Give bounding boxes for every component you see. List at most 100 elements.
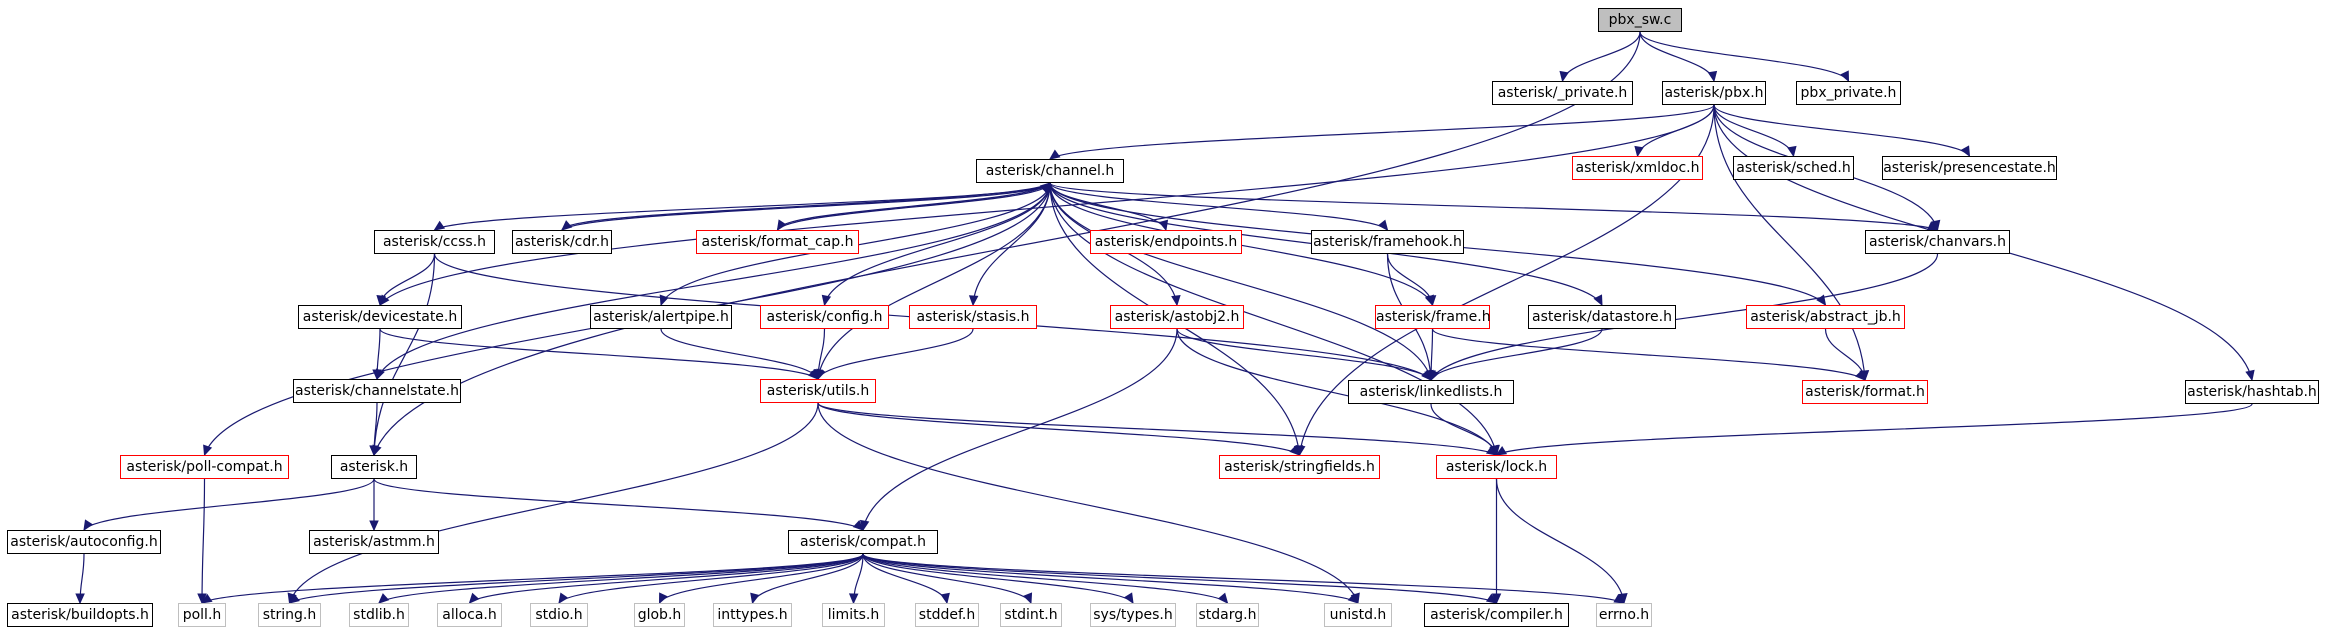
- node-framehook[interactable]: asterisk/framehook.h: [1311, 230, 1464, 254]
- node-stringfields[interactable]: asterisk/stringfields.h: [1219, 455, 1380, 479]
- arrowhead-channel-to-framehook: [1377, 219, 1389, 231]
- node-unistd[interactable]: unistd.h: [1324, 603, 1392, 627]
- node-glob[interactable]: glob.h: [634, 603, 685, 627]
- arrowhead-abstractjb-to-format: [1859, 370, 1869, 382]
- node-linkedlists[interactable]: asterisk/linkedlists.h: [1348, 380, 1514, 404]
- edge-channel-to-chanvars: [1049, 182, 1938, 231]
- node-stdint[interactable]: stdint.h: [1000, 603, 1062, 627]
- node-poll[interactable]: poll.h: [178, 603, 226, 627]
- edge-channel-to-lock: [1049, 182, 1498, 456]
- node-presence[interactable]: asterisk/presencestate.h: [1882, 156, 2057, 180]
- edge-compat-to-stdlib: [378, 553, 864, 604]
- node-autoconfig[interactable]: asterisk/autoconfig.h: [7, 530, 161, 554]
- arrowhead-compat-to-alloca: [468, 592, 480, 604]
- arrowhead-channel-to-stasis: [968, 295, 979, 307]
- node-ccss[interactable]: asterisk/ccss.h: [374, 230, 495, 254]
- edge-channel-to-utils: [817, 182, 1051, 380]
- node-compiler[interactable]: asterisk/compiler.h: [1424, 603, 1569, 627]
- arrowhead-hashtab-to-lock: [1495, 445, 1508, 456]
- node-pbxprivate[interactable]: pbx_private.h: [1796, 81, 1901, 105]
- arrowhead-compat-to-errno: [1613, 594, 1626, 604]
- node-alloca[interactable]: alloca.h: [437, 603, 502, 627]
- node-stddef[interactable]: stddef.h: [915, 603, 979, 627]
- edge-utils-to-lock: [817, 402, 1497, 456]
- arrowhead-utils-to-lock: [1485, 445, 1498, 456]
- node-utils[interactable]: asterisk/utils.h: [760, 379, 876, 403]
- node-compat[interactable]: asterisk/compat.h: [788, 530, 938, 554]
- arrowhead-channel-to-chanvars: [1926, 221, 1939, 231]
- arrowhead-asterisk-to-autoconfig: [83, 519, 94, 532]
- node-devicestate[interactable]: asterisk/devicestate.h: [298, 305, 462, 329]
- arrowhead-pbx-to-channel: [1049, 149, 1061, 160]
- node-xmldoc[interactable]: asterisk/xmldoc.h: [1572, 156, 1703, 180]
- arrowhead-channel-to-ccss: [433, 220, 446, 231]
- edge-pbx-to-presence: [1713, 104, 1971, 157]
- arrowhead-pbx-to-sched: [1787, 145, 1797, 158]
- node-datastore[interactable]: asterisk/datastore.h: [1528, 305, 1676, 329]
- node-buildopts[interactable]: asterisk/buildopts.h: [7, 603, 153, 627]
- arrowhead-pollcompat-to-poll: [197, 593, 207, 605]
- node-format[interactable]: asterisk/format.h: [1802, 380, 1928, 404]
- edge-root-to-asterisk: [373, 31, 1641, 456]
- node-config[interactable]: asterisk/config.h: [760, 305, 889, 329]
- edge-channel-to-cdr: [561, 182, 1051, 231]
- node-abstractjb[interactable]: asterisk/abstract_jb.h: [1746, 305, 1905, 329]
- node-sched[interactable]: asterisk/sched.h: [1733, 156, 1854, 180]
- node-formatcap[interactable]: asterisk/format_cap.h: [696, 230, 859, 254]
- edge-formatcap-to-channel: [776, 182, 1051, 231]
- node-cdr[interactable]: asterisk/cdr.h: [512, 230, 612, 254]
- arrowhead-channel-to-pollcompat: [203, 444, 213, 457]
- node-hashtab[interactable]: asterisk/hashtab.h: [2185, 380, 2319, 404]
- edge-compat-to-systypes: [862, 553, 1134, 604]
- arrowhead-compat-to-inttypes: [750, 592, 760, 605]
- node-frame[interactable]: asterisk/frame.h: [1375, 305, 1491, 329]
- arrowhead-compat-to-glob: [658, 592, 668, 605]
- arrowhead-framehook-to-frame: [1426, 295, 1437, 307]
- node-stdlib[interactable]: stdlib.h: [349, 603, 409, 627]
- edge-channel-to-channelstate: [376, 182, 1051, 380]
- edge-compat-to-alloca: [469, 553, 864, 604]
- node-endpoints[interactable]: asterisk/endpoints.h: [1090, 230, 1242, 254]
- node-root[interactable]: pbx_sw.c: [1598, 8, 1682, 32]
- node-private[interactable]: asterisk/_private.h: [1492, 81, 1633, 105]
- edge-root-to-pbxprivate: [1639, 31, 1850, 82]
- node-stdio[interactable]: stdio.h: [530, 603, 588, 627]
- edge-chanvars-to-linkedlists: [1430, 253, 1939, 381]
- node-alertpipe[interactable]: asterisk/alertpipe.h: [590, 305, 732, 329]
- edge-compat-to-stdarg: [862, 553, 1228, 604]
- edge-compat-to-compiler: [862, 553, 1497, 604]
- node-string[interactable]: string.h: [258, 603, 321, 627]
- arrowhead-pbx-to-hashtab: [2245, 369, 2255, 382]
- edge-pbx-to-format: [1713, 104, 1866, 381]
- node-channel[interactable]: asterisk/channel.h: [976, 159, 1124, 183]
- node-stdarg[interactable]: stdarg.h: [1196, 603, 1259, 627]
- node-lock[interactable]: asterisk/lock.h: [1436, 455, 1557, 479]
- arrowhead-compat-to-stdarg: [1217, 592, 1229, 604]
- edge-pollcompat-to-poll: [201, 478, 206, 604]
- edge-stasis-to-utils: [817, 328, 974, 380]
- arrowhead-compat-to-systypes: [1123, 592, 1134, 605]
- node-pollcompat[interactable]: asterisk/poll-compat.h: [120, 455, 289, 479]
- node-errno[interactable]: errno.h: [1596, 603, 1652, 627]
- node-limits[interactable]: limits.h: [822, 603, 885, 627]
- arrowhead-compat-to-limits: [848, 593, 859, 605]
- edge-compat-to-unistd: [862, 553, 1359, 604]
- node-inttypes[interactable]: inttypes.h: [713, 603, 792, 627]
- edge-frame-to-format: [1431, 328, 1866, 381]
- arrowhead-root-to-pbxprivate: [1840, 70, 1850, 83]
- arrowhead-channel-to-astobj2: [1171, 295, 1181, 307]
- edge-cdr-to-channel: [561, 182, 1051, 231]
- node-systypes[interactable]: sys/types.h: [1090, 603, 1176, 627]
- node-chanvars[interactable]: asterisk/chanvars.h: [1865, 230, 2010, 254]
- node-pbx[interactable]: asterisk/pbx.h: [1662, 81, 1766, 105]
- node-channelstate[interactable]: asterisk/channelstate.h: [293, 379, 461, 403]
- arrowhead-root-to-pbx: [1707, 70, 1718, 83]
- node-asterisk[interactable]: asterisk.h: [331, 455, 417, 479]
- node-stasis[interactable]: asterisk/stasis.h: [909, 305, 1037, 329]
- edge-asterisk-to-autoconfig: [83, 478, 375, 531]
- node-astmm[interactable]: asterisk/astmm.h: [309, 530, 439, 554]
- node-astobj2[interactable]: asterisk/astobj2.h: [1110, 305, 1244, 329]
- edge-asterisk-to-compat: [373, 478, 864, 531]
- arrowhead-ccss-to-devicestate: [376, 295, 386, 307]
